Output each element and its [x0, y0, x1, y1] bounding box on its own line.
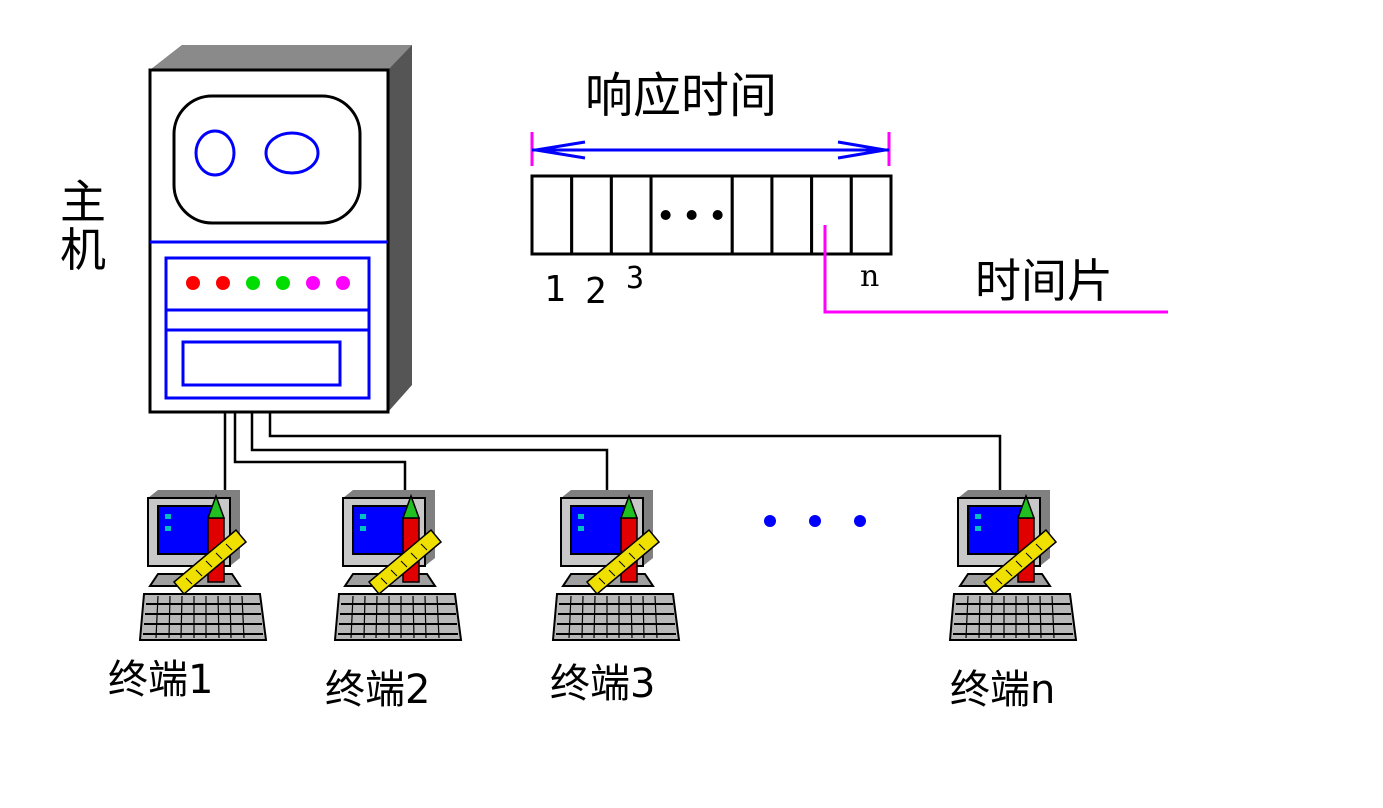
arrow-head-left [535, 140, 586, 160]
arrow-head-right [837, 140, 886, 160]
response-time-title: 响应时间 [585, 68, 778, 124]
time-slice-cell-3 [609, 174, 653, 256]
host-eye-right [264, 131, 320, 175]
time-slice-label: 时间片 [975, 254, 1113, 308]
gap-dot-3 [854, 515, 866, 527]
host-drive-slot [181, 340, 342, 387]
host-light-2 [216, 276, 230, 290]
terminal-3-label: 终端3 [550, 661, 656, 707]
host-top [150, 45, 412, 70]
time-slice-cells [530, 174, 893, 256]
host-light-1 [186, 276, 200, 290]
cell-label-n: n [860, 259, 880, 294]
time-slice-pointer [823, 225, 1168, 314]
host-light-3 [246, 276, 260, 290]
host-eye-left [194, 129, 236, 177]
terminal-2-icon [334, 489, 462, 641]
host-computer [148, 45, 412, 414]
wire-terminal-2 [233, 412, 407, 492]
gap-dot-2 [809, 515, 821, 527]
wire-terminal-3 [250, 412, 609, 492]
time-slice-cell-2 [570, 174, 613, 256]
response-time-arrow [530, 132, 891, 166]
network-wires [223, 412, 1002, 492]
host-light-6 [336, 276, 350, 290]
time-slice-cell-1 [530, 174, 574, 256]
time-slice-cell-5 [730, 174, 774, 256]
time-slice-cell-7 [810, 174, 853, 256]
time-slice-cell-6 [770, 174, 814, 256]
terminal-3-icon [552, 489, 680, 641]
host-label: 主机 [60, 175, 106, 277]
cell-label-1: 1 [544, 269, 566, 310]
terminal-1-label: 终端1 [108, 657, 214, 703]
cell-ellipsis-dot-3 [712, 210, 723, 220]
terminal-1-icon [139, 489, 267, 641]
terminal-n-icon [949, 489, 1077, 641]
terminal-gap-ellipsis [764, 515, 866, 527]
time-slice-cell-8 [849, 174, 893, 256]
host-light-4 [276, 276, 290, 290]
wire-terminal-n [268, 412, 1002, 492]
cell-ellipsis-dot-2 [686, 210, 697, 220]
cell-label-3: 3 [626, 261, 645, 296]
gap-dot-1 [764, 515, 776, 527]
terminal-n-label: 终端n [950, 667, 1056, 713]
host-light-5 [306, 276, 320, 290]
terminal-2-label: 终端2 [325, 667, 431, 713]
host-panel [164, 256, 371, 400]
cell-label-2: 2 [585, 271, 607, 312]
cell-ellipsis-dot-1 [660, 210, 671, 220]
host-status-lights [186, 276, 350, 290]
